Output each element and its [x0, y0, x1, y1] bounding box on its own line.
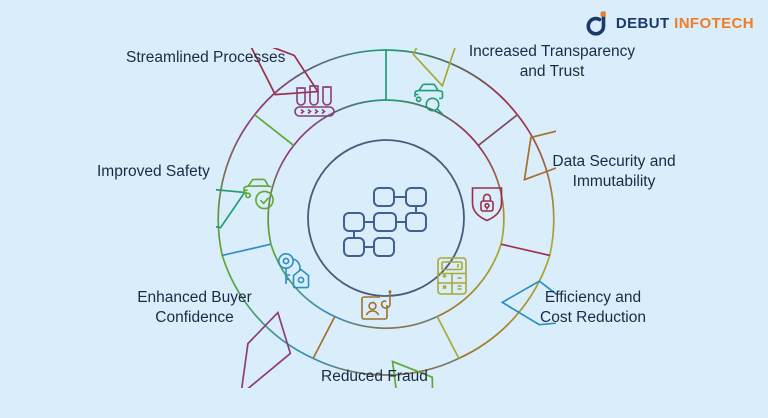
label-streamlined-processes: Streamlined Processes: [126, 49, 286, 66]
blockchain-network-icon: [343, 187, 427, 257]
label-enhanced-buyer-confidence: Enhanced Buyer Confidence: [137, 289, 252, 327]
shield-lock-icon: [471, 187, 503, 222]
label-reduced-fraud: Reduced Fraud: [321, 368, 428, 385]
label-increased-transparency-and-trust: Increased Transparency and Trust: [468, 43, 636, 81]
debut-infotech-d-mark: [583, 10, 609, 36]
center-hub: [307, 139, 465, 297]
car-check-icon: [243, 178, 274, 210]
conveyor-bottles-icon: [294, 85, 335, 117]
fraud-phishing-card-icon: [361, 290, 392, 320]
logo-text-primary: DEBUT: [615, 14, 670, 32]
label-efficiency-and-cost-reduction: Efficiency and Cost Reduction: [540, 289, 646, 327]
label-data-security-and-immutability: Data Security and Immutability: [552, 153, 676, 191]
car-magnifier-icon: [414, 83, 444, 115]
logo-text-secondary: INFOTECH: [674, 14, 754, 32]
label-improved-safety: Improved Safety: [97, 163, 210, 180]
benefits-wheel: [216, 48, 556, 388]
brand-logo: DEBUT INFOTECH: [583, 10, 754, 36]
calculator-icon: [437, 257, 467, 295]
house-key-icon: [278, 253, 310, 289]
